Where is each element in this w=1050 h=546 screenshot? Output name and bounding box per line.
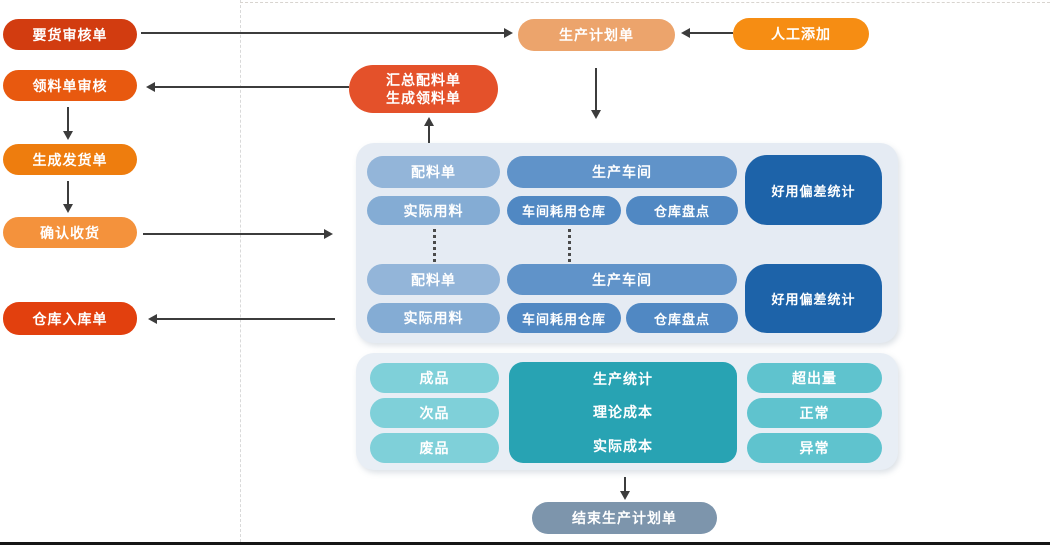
node-end-plan: 结束生产计划单 bbox=[532, 502, 717, 534]
node-stocktake-2: 仓库盘点 bbox=[626, 303, 738, 333]
node-defective-goods: 次品 bbox=[370, 398, 499, 428]
summary-line-1: 汇总配料单 bbox=[386, 71, 461, 88]
theoretical-cost-label: 理论成本 bbox=[593, 404, 653, 421]
arrow-panel-to-inbound-icon bbox=[148, 314, 335, 324]
arrow-manual-to-plan-icon bbox=[681, 28, 733, 38]
node-manual-add: 人工添加 bbox=[733, 18, 869, 50]
node-workshop-warehouse-2: 车间耗用仓库 bbox=[507, 303, 621, 333]
arrow-summary-to-picking-review-icon bbox=[146, 82, 349, 92]
node-create-shipment: 生成发货单 bbox=[3, 144, 137, 175]
arrow-panel-to-summary-icon bbox=[424, 117, 434, 143]
dashed-divider-vertical bbox=[240, 0, 241, 542]
node-ingredient-list-1: 配料单 bbox=[367, 156, 500, 188]
node-abnormal: 异常 bbox=[747, 433, 882, 463]
node-workshop-2: 生产车间 bbox=[507, 264, 737, 295]
dotted-connector-left-icon bbox=[433, 229, 436, 262]
actual-cost-label: 实际成本 bbox=[593, 438, 653, 455]
arrow-receipt-to-panel-icon bbox=[143, 229, 333, 239]
dashed-divider-horizontal bbox=[240, 2, 1050, 3]
arrow-stats-to-end-icon bbox=[620, 477, 630, 500]
node-stocktake-1: 仓库盘点 bbox=[626, 196, 738, 225]
node-deviation-stats-1: 好用偏差统计 bbox=[745, 155, 882, 225]
arrow-plan-to-panel-icon bbox=[591, 68, 601, 119]
node-demand-review: 要货审核单 bbox=[3, 19, 137, 50]
stats-summary-box: 生产统计 理论成本 实际成本 bbox=[509, 362, 737, 463]
node-workshop-warehouse-1: 车间耗用仓库 bbox=[507, 196, 621, 225]
node-summary-picking: 汇总配料单 生成领料单 bbox=[349, 65, 498, 113]
arrow-picking-to-shipment-icon bbox=[63, 107, 73, 140]
node-excess: 超出量 bbox=[747, 363, 882, 393]
node-workshop-1: 生产车间 bbox=[507, 156, 737, 188]
arrow-demand-to-plan-icon bbox=[141, 28, 513, 38]
node-confirm-receipt: 确认收货 bbox=[3, 217, 137, 248]
dotted-connector-right-icon bbox=[568, 229, 571, 262]
bottom-border-bar bbox=[0, 542, 1050, 545]
node-scrap-goods: 废品 bbox=[370, 433, 499, 463]
node-actual-usage-1: 实际用料 bbox=[367, 196, 500, 225]
production-stats-label: 生产统计 bbox=[593, 370, 653, 387]
summary-line-2: 生成领料单 bbox=[386, 90, 461, 106]
node-deviation-stats-2: 好用偏差统计 bbox=[745, 264, 882, 333]
node-picking-review: 领料单审核 bbox=[3, 70, 137, 101]
node-ingredient-list-2: 配料单 bbox=[367, 264, 500, 295]
node-normal: 正常 bbox=[747, 398, 882, 428]
arrow-shipment-to-receipt-icon bbox=[63, 181, 73, 213]
node-production-plan: 生产计划单 bbox=[518, 19, 675, 51]
node-warehouse-inbound: 仓库入库单 bbox=[3, 302, 137, 335]
node-finished-goods: 成品 bbox=[370, 363, 499, 393]
node-actual-usage-2: 实际用料 bbox=[367, 303, 500, 333]
